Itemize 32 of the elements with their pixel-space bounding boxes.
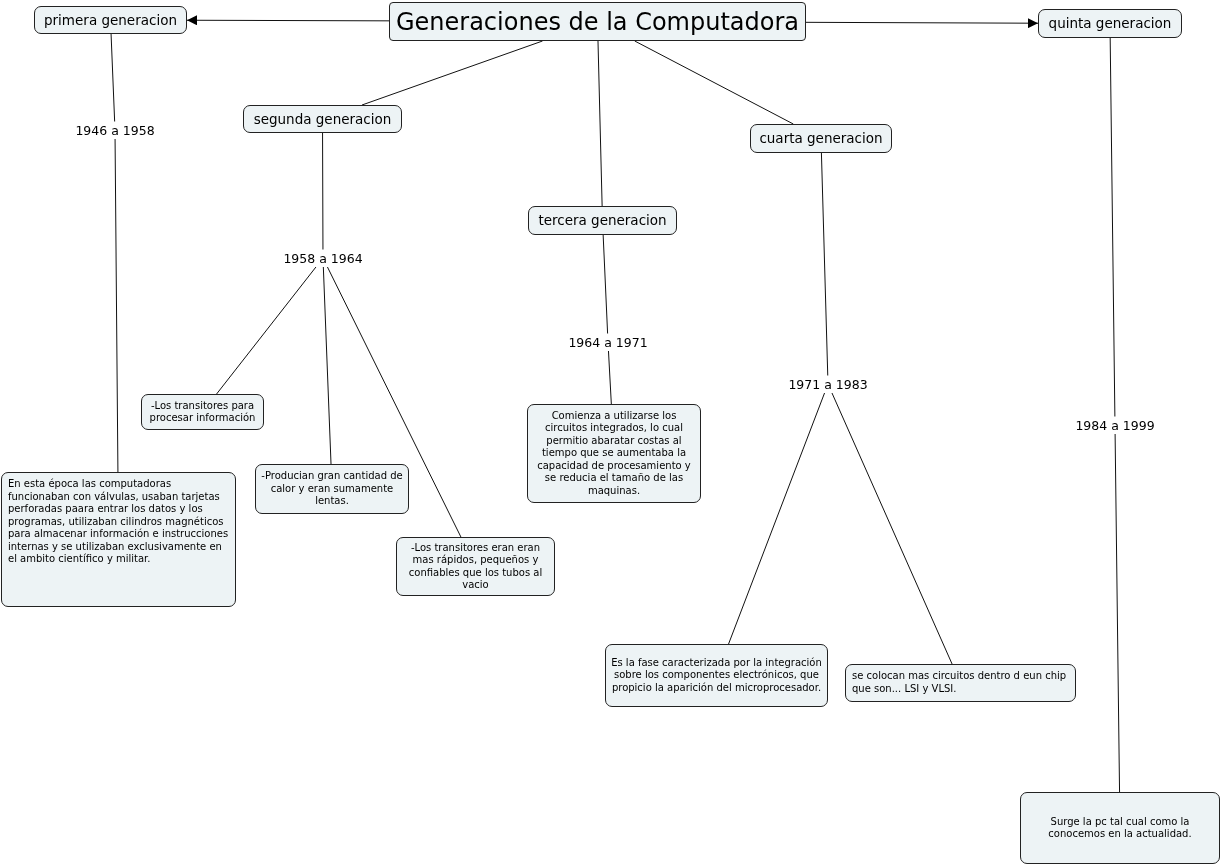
connector-line xyxy=(728,392,826,645)
connector-line xyxy=(634,40,794,125)
title-box: Generaciones de la Computadora xyxy=(389,2,806,41)
connector-line xyxy=(607,350,612,405)
concept-box: Es la fase caracterizada por la integración sobre los componentes electrónicos, que propicio la aparición del microprocesador. xyxy=(605,644,828,707)
concept-box: segunda generacion xyxy=(243,105,402,133)
connector-line xyxy=(110,33,116,122)
concept-box: -Los transitores para procesar información xyxy=(141,394,264,430)
concept-box: quinta generacion xyxy=(1038,9,1182,38)
concept-box: Surge la pc tal cual como la conocemos en la actualidad. xyxy=(1020,792,1220,864)
connector-line xyxy=(1109,37,1116,417)
arrow xyxy=(805,18,1039,29)
connector-line xyxy=(597,40,603,207)
connector-line xyxy=(602,234,609,334)
connector-line xyxy=(831,392,953,665)
concept-box: cuarta generacion xyxy=(750,124,892,153)
concept-box: tercera generacion xyxy=(528,206,677,235)
concept-box: Comienza a utilizarse los circuitos integrados, lo cual permitio abaratar costas al tiempo que se aumentaba la capacidad de procesamiento y se reducia el tamaño de las maquinas. xyxy=(527,404,701,503)
concept-box: -Los transitores eran eran mas rápidos, pequeños y confiables que los tubos al vacio xyxy=(396,537,555,596)
concept-box: primera generacion xyxy=(34,6,187,34)
connector-line xyxy=(361,40,543,106)
connector-line xyxy=(326,266,462,538)
connector-line xyxy=(322,132,324,250)
connector-line xyxy=(1114,433,1121,793)
arrow xyxy=(186,15,390,26)
connector-line xyxy=(820,152,829,376)
connector-line xyxy=(114,138,119,473)
concept-box: En esta época las computadoras funcionaban con válvulas, usaban tarjetas perforadas paara entrar los datos y los programas, utilizaban cilindros magnéticos para almacenar información e instrucciones internas y se utilizaban exclusivamente en el ambito científico y militar. xyxy=(1,472,236,607)
concept-box: se colocan mas circuitos dentro d eun chip que son... LSI y VLSI. xyxy=(845,664,1076,702)
connector-line xyxy=(322,266,332,465)
connector-line xyxy=(216,266,317,395)
concept-box: -Producian gran cantidad de calor y eran sumamente lentas. xyxy=(255,464,409,514)
